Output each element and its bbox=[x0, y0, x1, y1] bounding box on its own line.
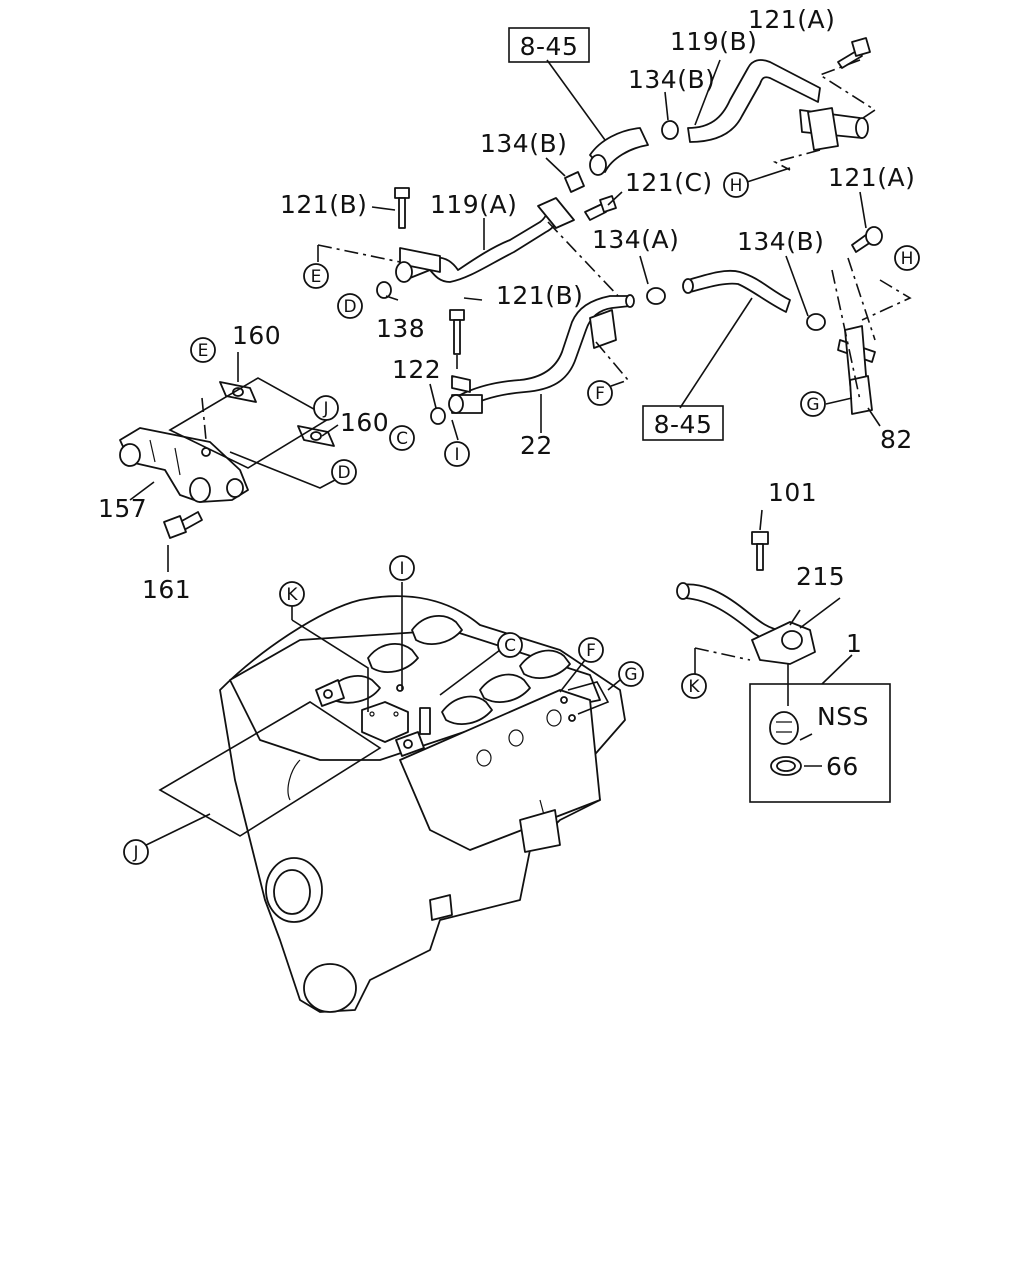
thermostat-cover-assembly bbox=[676, 531, 891, 803]
washer-122 bbox=[430, 407, 446, 425]
svg-text:G: G bbox=[806, 395, 819, 415]
label-1: 1 bbox=[846, 629, 862, 658]
clamp-134b-right bbox=[806, 313, 826, 331]
svg-text:K: K bbox=[286, 585, 298, 605]
svg-text:F: F bbox=[595, 384, 605, 404]
callout-K-cover: K bbox=[681, 673, 707, 699]
svg-text:I: I bbox=[454, 445, 459, 465]
leader-lines bbox=[237, 59, 881, 629]
callout-I-engine: I bbox=[389, 555, 415, 581]
svg-text:K: K bbox=[688, 677, 700, 697]
pipe-119b bbox=[687, 59, 821, 143]
cylinder-bank bbox=[399, 689, 601, 851]
label-66: 66 bbox=[826, 752, 859, 781]
engine-block bbox=[139, 582, 626, 1013]
clamp-134a bbox=[646, 287, 666, 305]
callout-circles: H E D E J C I F G H D I K C F G J K bbox=[123, 172, 920, 865]
callout-E-left: E bbox=[190, 337, 216, 363]
pipe-22-assembly bbox=[430, 287, 666, 425]
label-160-top: 160 bbox=[232, 321, 281, 350]
svg-text:J: J bbox=[322, 399, 328, 419]
bolt-101 bbox=[751, 531, 769, 545]
callout-E-top: E bbox=[303, 263, 329, 289]
pipe-119a-assembly bbox=[317, 171, 621, 299]
label-157: 157 bbox=[98, 494, 147, 523]
gasket-plane-j bbox=[158, 701, 382, 837]
bracket-119b bbox=[807, 107, 839, 151]
svg-text:G: G bbox=[624, 665, 637, 685]
callout-F-top: F bbox=[587, 380, 613, 406]
label-121a-right: 121(A) bbox=[828, 163, 915, 192]
label-122: 122 bbox=[392, 355, 441, 384]
svg-text:H: H bbox=[730, 176, 743, 196]
label-161: 161 bbox=[142, 575, 191, 604]
callout-G-engine: G bbox=[618, 661, 644, 687]
callout-C-top: C bbox=[389, 425, 415, 451]
callout-H-top: H bbox=[723, 172, 749, 198]
label-134b-top: 134(B) bbox=[628, 65, 715, 94]
label-134a: 134(A) bbox=[592, 225, 679, 254]
part-number-labels: 121(A) 119(B) 134(B) 134(B) 121(C) 121(B… bbox=[98, 5, 915, 781]
svg-text:E: E bbox=[311, 267, 322, 287]
svg-text:H: H bbox=[901, 249, 914, 269]
thermostat-nss bbox=[769, 711, 799, 745]
callout-J-engine: J bbox=[123, 839, 149, 865]
clamp-134b-mid bbox=[564, 171, 585, 193]
callout-G-top: G bbox=[800, 391, 826, 417]
callout-I-top: I bbox=[444, 441, 470, 467]
svg-text:C: C bbox=[504, 636, 516, 656]
thermostat-housing-157 bbox=[119, 377, 336, 572]
label-138: 138 bbox=[376, 314, 425, 343]
callout-F-engine: F bbox=[578, 637, 604, 663]
label-121c: 121(C) bbox=[625, 168, 713, 197]
ref-label-8-45-bottom: 8-45 bbox=[654, 410, 713, 439]
label-121b-mid: 121(B) bbox=[496, 281, 583, 310]
ref-box-8-45-bottom bbox=[642, 405, 724, 441]
ref-label-8-45-top: 8-45 bbox=[520, 32, 579, 61]
callout-D-top: D bbox=[337, 293, 363, 319]
label-nss: NSS bbox=[817, 702, 869, 731]
lower-hose-8-45 bbox=[687, 269, 791, 313]
svg-text:D: D bbox=[337, 463, 350, 483]
label-160-bottom: 160 bbox=[340, 408, 389, 437]
svg-text:C: C bbox=[396, 429, 408, 449]
label-119a: 119(A) bbox=[430, 190, 517, 219]
right-hose-assembly bbox=[682, 226, 912, 415]
label-119b: 119(B) bbox=[670, 27, 757, 56]
label-101: 101 bbox=[768, 478, 817, 507]
callout-J-top: J bbox=[313, 395, 339, 421]
boxed-labels: 8-45 8-45 bbox=[508, 27, 724, 441]
label-215: 215 bbox=[796, 562, 845, 591]
svg-text:D: D bbox=[343, 297, 356, 317]
svg-text:J: J bbox=[132, 843, 138, 863]
callout-D-left: D bbox=[331, 459, 357, 485]
nss-box bbox=[749, 683, 891, 803]
label-82: 82 bbox=[880, 425, 913, 454]
washer-138 bbox=[376, 281, 392, 299]
label-121a-top: 121(A) bbox=[748, 5, 835, 34]
callout-C-engine: C bbox=[497, 632, 523, 658]
clamp-134b-top bbox=[661, 120, 679, 140]
label-121b-top: 121(B) bbox=[280, 190, 367, 219]
svg-text:I: I bbox=[399, 559, 404, 579]
label-134b-right: 134(B) bbox=[737, 227, 824, 256]
svg-text:F: F bbox=[586, 641, 596, 661]
label-134b-mid: 134(B) bbox=[480, 129, 567, 158]
callout-H-right: H bbox=[894, 245, 920, 271]
label-22: 22 bbox=[520, 431, 553, 460]
upper-hose-assembly bbox=[589, 37, 877, 183]
callout-K-engine: K bbox=[279, 581, 305, 607]
ref-box-8-45-top bbox=[508, 27, 590, 63]
svg-text:E: E bbox=[198, 341, 209, 361]
pipe-22 bbox=[459, 295, 631, 409]
